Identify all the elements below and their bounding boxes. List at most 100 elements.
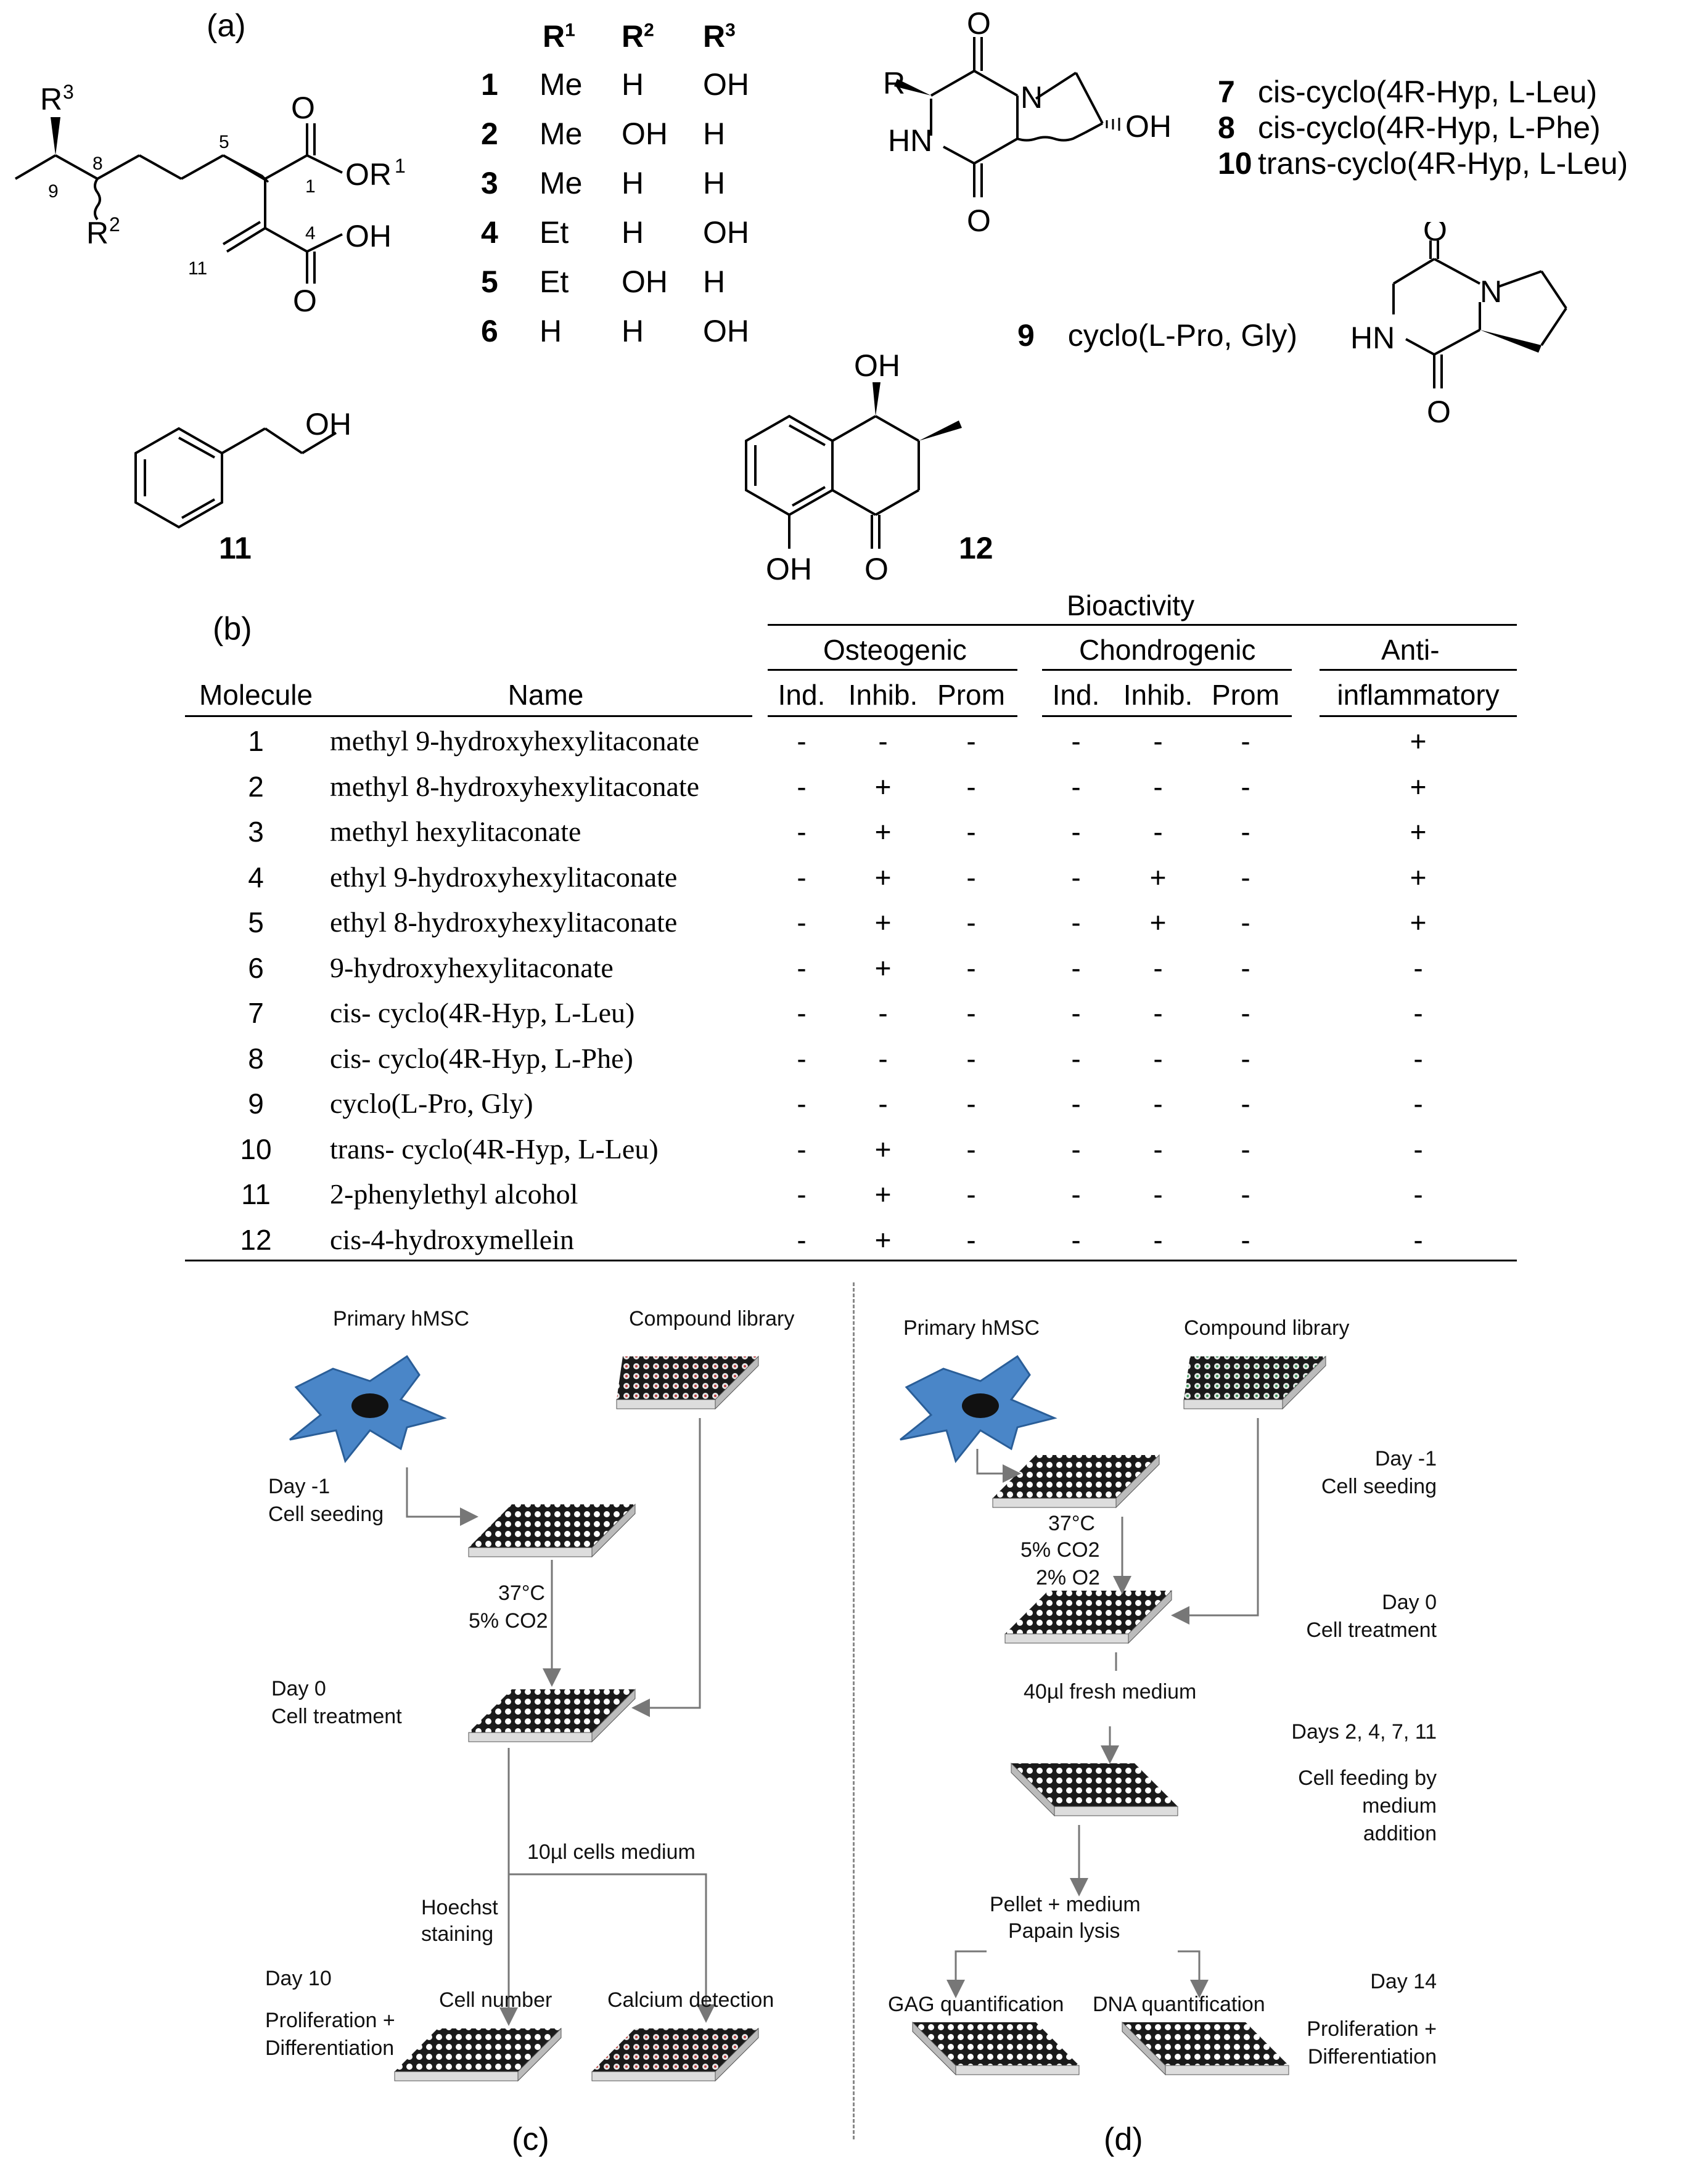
table-cell: - <box>1071 861 1081 893</box>
table-cell: - <box>1153 951 1163 984</box>
substituent-cell: H <box>703 166 726 200</box>
table-cell: - <box>1241 1088 1250 1120</box>
atom-5: 5 <box>219 132 229 152</box>
dkp-o-top: O <box>967 6 991 41</box>
table-cell: - <box>1241 725 1250 757</box>
table-cell: - <box>966 1178 976 1210</box>
svg-text:1: 1 <box>395 155 406 177</box>
table-cell: - <box>797 1178 807 1210</box>
compound-id: 6 <box>481 314 498 348</box>
panel-c-workflow <box>289 1355 759 2082</box>
compound-9-structure: O N HN O <box>1350 222 1567 429</box>
dkp-n-label: N <box>1020 80 1043 115</box>
column-header: Molecule <box>199 679 313 711</box>
c-cell-number: Cell number <box>439 1988 552 2012</box>
table-cell: - <box>1153 1042 1163 1075</box>
table-cell: - <box>1241 1042 1250 1075</box>
dkp-o-bottom: O <box>967 203 991 238</box>
c-day0: Day 0 <box>271 1677 326 1700</box>
table-cell: - <box>1241 1178 1250 1210</box>
anti-header: Anti- <box>1381 634 1440 666</box>
table-cell: - <box>797 725 807 757</box>
table-row-id: 8 <box>248 1042 264 1075</box>
panel-d-label: (d) <box>1104 2122 1143 2157</box>
substituent-cell: H <box>540 314 562 348</box>
table-cell: - <box>1153 725 1163 757</box>
table-cell: - <box>1153 1178 1163 1210</box>
table-row-id: 4 <box>248 861 264 893</box>
table-cell: - <box>1413 1178 1423 1210</box>
table-row-id: 10 <box>240 1133 272 1165</box>
d-gag: GAG quantification <box>888 1993 1064 2016</box>
table-row-name: 2-phenylethyl alcohol <box>330 1178 578 1210</box>
table-row-id: 12 <box>240 1223 272 1256</box>
compound-id: 3 <box>481 166 498 200</box>
table-cell: + <box>874 1133 892 1165</box>
compound-9-label: 9 cyclo(L-Pro, Gly) <box>1017 318 1297 353</box>
c-library-label: Compound library <box>629 1307 795 1331</box>
table-cell: - <box>1241 861 1250 893</box>
c-day-m1: Day -1 <box>268 1475 331 1498</box>
chondrogenic-header: Chondrogenic <box>1079 634 1256 666</box>
atom-8: 8 <box>92 154 103 174</box>
substituent-cell: Et <box>540 264 569 299</box>
table-cell: - <box>1153 1133 1163 1165</box>
table-cell: - <box>797 997 807 1029</box>
table-cell: + <box>874 1223 892 1256</box>
dkp-oh-label: OH <box>1125 109 1172 144</box>
c-hoechst1: Hoechst <box>421 1896 498 1919</box>
table-cell: - <box>1413 951 1423 984</box>
substituent-cell: OH <box>703 314 749 348</box>
c12-oh-top: OH <box>854 351 900 383</box>
compound-11-structure: OH <box>134 407 351 529</box>
d-feeding1: Cell feeding by <box>1298 1766 1437 1790</box>
c11-oh: OH <box>305 407 351 441</box>
table-cell: - <box>966 906 976 938</box>
table-cell: - <box>966 770 976 803</box>
table-cell: - <box>1071 1042 1081 1075</box>
compound-9-id: 9 <box>1017 318 1035 353</box>
c12-oh-bottom: OH <box>766 552 812 586</box>
table-row-id: 6 <box>248 951 264 984</box>
d-pellet: Pellet + medium <box>990 1893 1141 1916</box>
table-cell: - <box>1241 906 1250 938</box>
d-compound-library-plate <box>1183 1355 1326 1410</box>
table-cell: + <box>1410 816 1427 848</box>
table-cell: - <box>1071 816 1081 848</box>
column-header: Name <box>507 679 584 711</box>
d-feeding-plate <box>1011 1762 1178 1817</box>
table-cell: - <box>1153 997 1163 1029</box>
table-cell: + <box>874 861 892 893</box>
compound-12-id: 12 <box>959 531 993 565</box>
substituent-cell: OH <box>703 215 749 250</box>
table-cell: + <box>1149 906 1167 938</box>
d-days: Days 2, 4, 7, 11 <box>1291 1720 1437 1744</box>
atom-1: 1 <box>305 176 316 197</box>
c-prolif1: Proliferation + <box>265 2009 395 2032</box>
atom-9: 9 <box>48 181 59 202</box>
compound-11-id: 11 <box>219 531 252 565</box>
o-bottom-label: O <box>293 284 317 318</box>
table-cell: - <box>797 861 807 893</box>
d-feeding3: addition <box>1363 1822 1437 1845</box>
table-cell: - <box>1413 997 1423 1029</box>
table-cell: - <box>797 906 807 938</box>
substituent-cell: H <box>622 166 644 200</box>
calcium-plate <box>591 2027 759 2082</box>
substituent-cell: H <box>622 215 644 250</box>
d-gag-plate <box>912 2021 1080 2076</box>
table-cell: - <box>966 1223 976 1256</box>
c12-o: O <box>864 552 889 586</box>
column-header: Ind. <box>1052 679 1100 711</box>
substituent-cell: H <box>622 314 644 348</box>
c-prolif2: Differentiation <box>265 2036 395 2060</box>
table-row-name: cis-4-hydroxymellein <box>330 1223 575 1255</box>
table-cell: - <box>1071 951 1081 984</box>
cell-number-plate <box>394 2027 562 2082</box>
table-row-name: 9-hydroxyhexylitaconate <box>330 951 614 983</box>
table-cell: - <box>1241 951 1250 984</box>
dkp-compound-id: 7 <box>1218 75 1235 109</box>
